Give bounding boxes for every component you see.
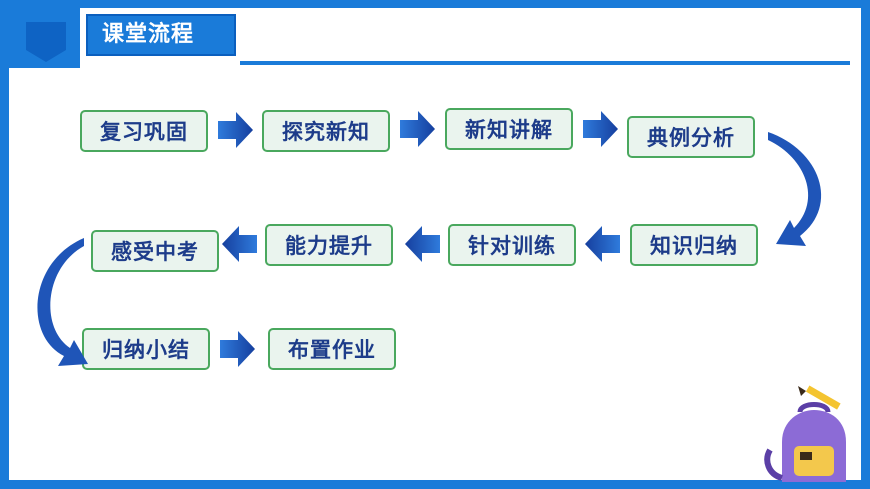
step-box: 归纳小结 — [82, 328, 210, 370]
step-box: 知识归纳 — [630, 224, 758, 266]
step-box: 探究新知 — [262, 110, 390, 152]
corner-decoration — [8, 8, 80, 68]
step-box: 能力提升 — [265, 224, 393, 266]
curved-arrow-left — [37, 238, 88, 366]
title-underline — [240, 61, 850, 65]
step-box: 针对训练 — [448, 224, 576, 266]
backpack-icon — [764, 402, 846, 482]
page-title: 课堂流程 — [102, 22, 195, 47]
curved-arrow-right — [768, 132, 822, 246]
right-arrow — [583, 111, 618, 147]
step-box: 感受中考 — [91, 230, 219, 272]
right-arrow — [220, 331, 255, 367]
step-box: 复习巩固 — [80, 110, 208, 152]
right-arrow — [400, 111, 435, 147]
step-box: 典例分析 — [627, 116, 755, 158]
step-box: 新知讲解 — [445, 108, 573, 150]
pencil-icon — [798, 385, 841, 410]
title-bar — [86, 14, 236, 56]
left-arrow — [585, 226, 620, 262]
left-arrow — [222, 226, 257, 262]
right-arrow — [218, 112, 253, 148]
left-arrow — [405, 226, 440, 262]
step-box: 布置作业 — [268, 328, 396, 370]
